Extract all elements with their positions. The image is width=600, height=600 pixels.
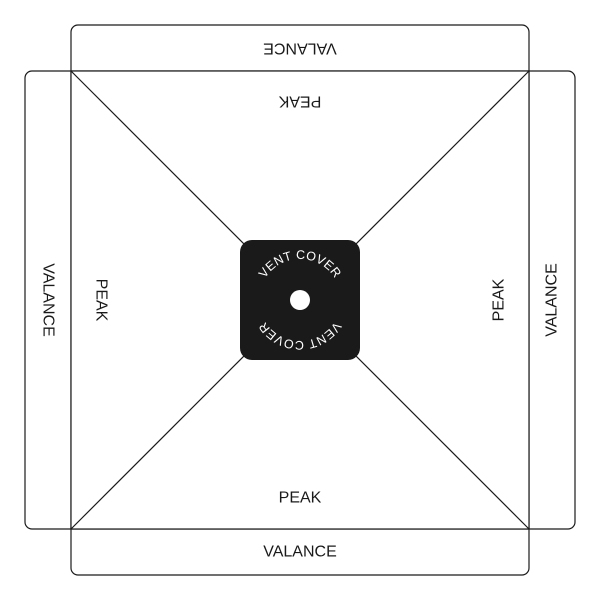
valance-label-top: VALANCE bbox=[263, 40, 337, 57]
peak-label-left: PEAK bbox=[93, 279, 110, 322]
vent-hole bbox=[290, 290, 310, 310]
peak-label-top: PEAK bbox=[278, 93, 321, 110]
valance-label-bottom: VALANCE bbox=[263, 544, 337, 561]
valance-label-left: VALANCE bbox=[40, 263, 57, 337]
peak-label-right: PEAK bbox=[491, 278, 508, 321]
peak-label-bottom: PEAK bbox=[279, 490, 322, 507]
valance-label-right: VALANCE bbox=[544, 263, 561, 337]
